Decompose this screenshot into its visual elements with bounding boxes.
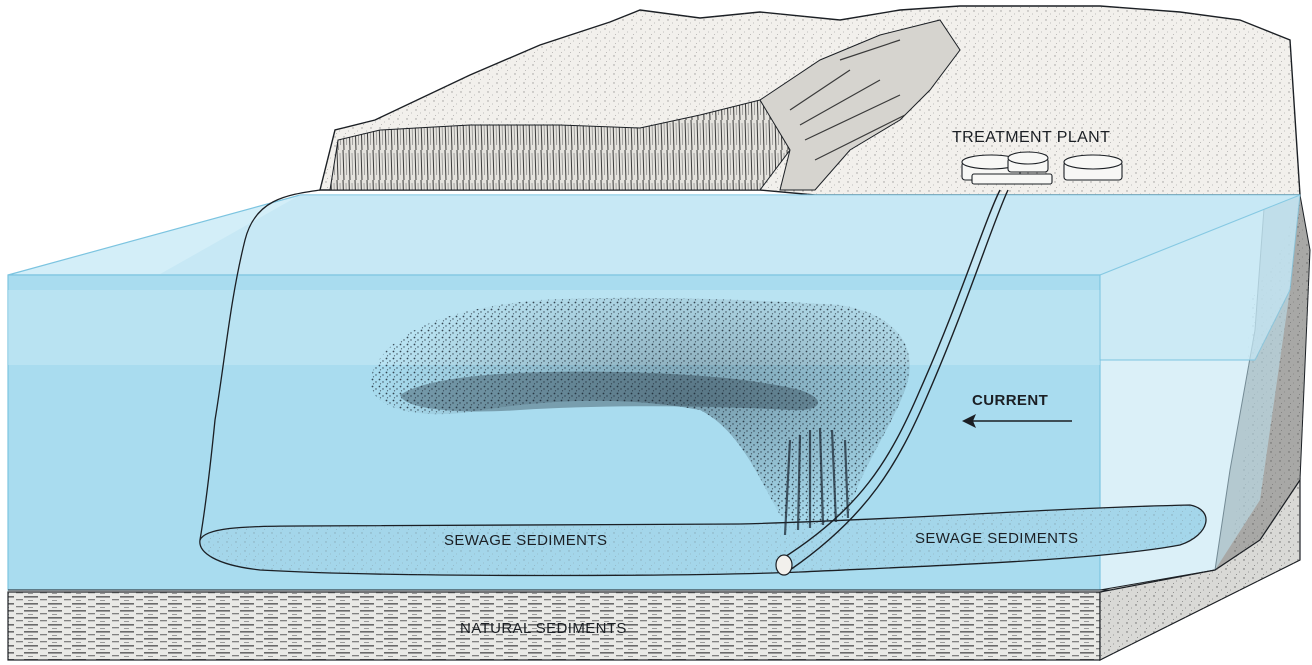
label-natural-sediments: NATURAL SEDIMENTS [460, 620, 627, 637]
outfall-pipe-end [776, 555, 792, 575]
treatment-plant-tanks [962, 152, 1122, 184]
label-sewage-sediments-right: SEWAGE SEDIMENTS [915, 530, 1078, 547]
label-current: CURRENT [972, 392, 1048, 409]
label-treatment-plant: TREATMENT PLANT [952, 129, 1110, 147]
label-sewage-sediments-left: SEWAGE SEDIMENTS [444, 532, 607, 549]
